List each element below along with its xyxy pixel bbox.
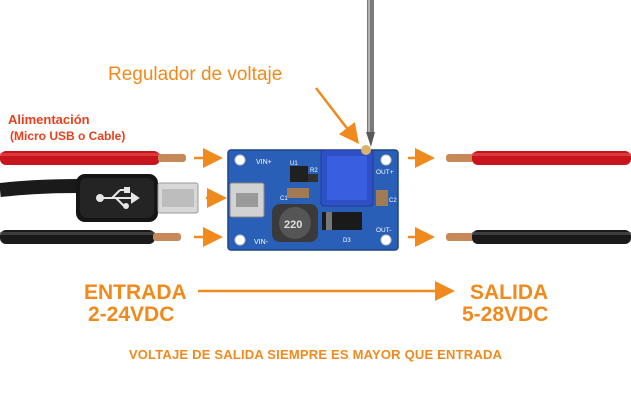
- output-wire-red: [446, 151, 631, 165]
- output-wire-black: [446, 230, 631, 244]
- arrow-regulator: [315, 87, 360, 144]
- screwdriver: [366, 0, 375, 147]
- silk-c2: C2: [389, 198, 397, 204]
- label-note: VOLTAJE DE SALIDA SIEMPRE ES MAYOR QUE E…: [128, 347, 503, 362]
- usb-icon: [96, 187, 140, 209]
- silk-d3: D3: [343, 238, 351, 244]
- silk-out-plus: OUT+: [376, 169, 394, 176]
- silk-vin-plus: VIN+: [256, 159, 272, 166]
- inductor-marking: 220: [284, 219, 302, 231]
- pcb-board: [227, 145, 399, 251]
- label-output: SALIDA: [470, 281, 549, 304]
- silk-c1: C1: [280, 196, 288, 202]
- label-output-range: 5-28VDC: [462, 303, 549, 326]
- label-power: Alimentación: [8, 112, 90, 127]
- silk-out-minus: OUT-: [376, 227, 392, 234]
- label-input: ENTRADA: [84, 281, 187, 304]
- input-wire-red: [0, 151, 186, 165]
- label-regulator: Regulador de voltaje: [108, 64, 283, 85]
- silk-u1: U1: [290, 161, 298, 167]
- label-power-sub: (Micro USB o Cable): [10, 129, 126, 143]
- silk-r2: R2: [310, 168, 318, 174]
- label-input-range: 2-24VDC: [88, 303, 175, 326]
- silk-vin-minus: VIN-: [254, 239, 269, 246]
- input-wire-black: [0, 230, 181, 244]
